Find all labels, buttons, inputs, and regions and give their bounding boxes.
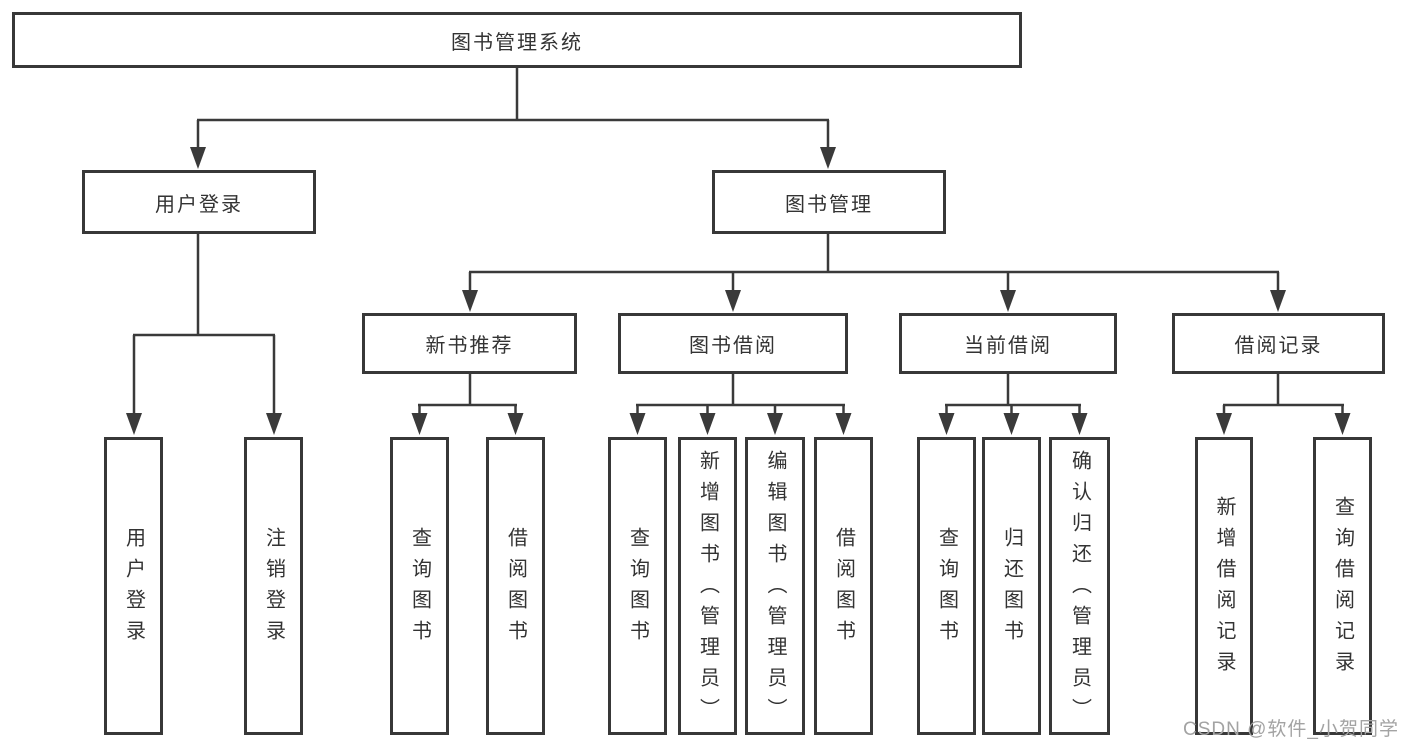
leaf-user-login: 用户登录 bbox=[104, 437, 163, 735]
leaf-add-borrow-record: 新增借阅记录 bbox=[1195, 437, 1253, 735]
leaf-add-book-admin: 新增图书（管理员） bbox=[678, 437, 737, 735]
leaf-query-books-borrow: 查询图书 bbox=[608, 437, 667, 735]
node-root-system: 图书管理系统 bbox=[12, 12, 1022, 68]
node-user-login: 用户登录 bbox=[82, 170, 316, 234]
leaf-query-books-current: 查询图书 bbox=[917, 437, 976, 735]
node-new-book-recommend: 新书推荐 bbox=[362, 313, 577, 374]
leaf-query-borrow-record: 查询借阅记录 bbox=[1313, 437, 1372, 735]
leaf-confirm-return-admin: 确认归还（管理员） bbox=[1049, 437, 1110, 735]
node-borrow-records: 借阅记录 bbox=[1172, 313, 1385, 374]
node-book-borrow: 图书借阅 bbox=[618, 313, 848, 374]
leaf-logout: 注销登录 bbox=[244, 437, 303, 735]
node-book-management: 图书管理 bbox=[712, 170, 946, 234]
node-current-borrow: 当前借阅 bbox=[899, 313, 1117, 374]
leaf-return-book: 归还图书 bbox=[982, 437, 1041, 735]
leaf-edit-book-admin: 编辑图书（管理员） bbox=[745, 437, 805, 735]
leaf-borrow-books: 借阅图书 bbox=[814, 437, 873, 735]
leaf-query-books-recommend: 查询图书 bbox=[390, 437, 449, 735]
leaf-borrow-books-recommend: 借阅图书 bbox=[486, 437, 545, 735]
